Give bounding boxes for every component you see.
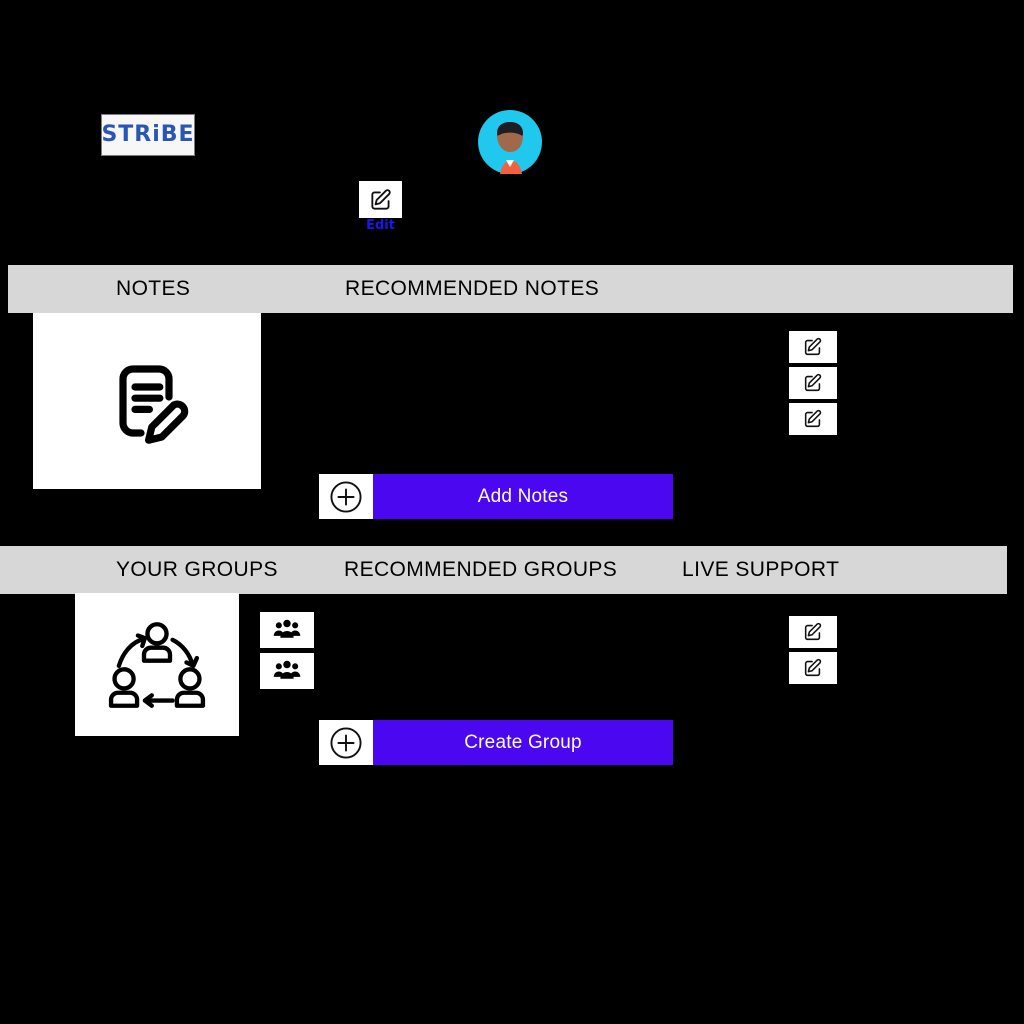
- people-network-icon: [75, 593, 239, 736]
- create-group-button[interactable]: Create Group: [373, 720, 673, 765]
- recommended-group-item[interactable]: [260, 653, 314, 689]
- notes-section-header: NOTES RECOMMENDED NOTES: [8, 265, 1013, 313]
- live-support-edit-item[interactable]: [789, 616, 837, 648]
- user-avatar-icon: [478, 110, 542, 174]
- live-support-edit-item[interactable]: [789, 403, 837, 435]
- note-with-pencil-icon: [33, 313, 261, 489]
- app-logo[interactable]: STRiBE: [101, 114, 195, 156]
- people-group-icon: [273, 619, 301, 638]
- live-support-edit-item[interactable]: [789, 367, 837, 399]
- plus-circle-icon: [330, 726, 362, 759]
- groups-section-header: YOUR GROUPS RECOMMENDED GROUPS LIVE SUPP…: [0, 546, 1007, 594]
- add-notes-row: Add Notes: [319, 474, 673, 519]
- column-header-live-support[interactable]: LIVE SUPPORT: [682, 558, 840, 581]
- edit-pencil-icon: [804, 409, 822, 428]
- edit-button-label: Edit: [366, 218, 395, 233]
- add-notes-button[interactable]: Add Notes: [373, 474, 673, 519]
- edit-pencil-icon: [804, 658, 822, 677]
- avatar[interactable]: [478, 110, 542, 174]
- edit-pencil-icon: [804, 622, 822, 641]
- notes-panel[interactable]: [33, 313, 261, 489]
- live-support-edit-item[interactable]: [789, 652, 837, 684]
- edit-pencil-icon: [804, 373, 822, 392]
- create-group-plus-button[interactable]: [319, 720, 373, 765]
- app-logo-text: STRiBE: [101, 122, 195, 147]
- column-header-notes[interactable]: NOTES: [116, 277, 191, 300]
- groups-panel[interactable]: [75, 593, 239, 736]
- recommended-group-item[interactable]: [260, 612, 314, 648]
- edit-pencil-icon: [370, 188, 391, 210]
- create-group-row: Create Group: [319, 720, 673, 765]
- edit-button[interactable]: [359, 181, 402, 218]
- add-notes-plus-button[interactable]: [319, 474, 373, 519]
- column-header-your-groups[interactable]: YOUR GROUPS: [116, 558, 278, 581]
- column-header-recommended-groups[interactable]: RECOMMENDED GROUPS: [344, 558, 618, 581]
- people-group-icon: [273, 660, 301, 679]
- column-header-recommended-notes[interactable]: RECOMMENDED NOTES: [345, 277, 600, 300]
- live-support-edit-item[interactable]: [789, 331, 837, 363]
- edit-pencil-icon: [804, 337, 822, 356]
- plus-circle-icon: [330, 480, 362, 513]
